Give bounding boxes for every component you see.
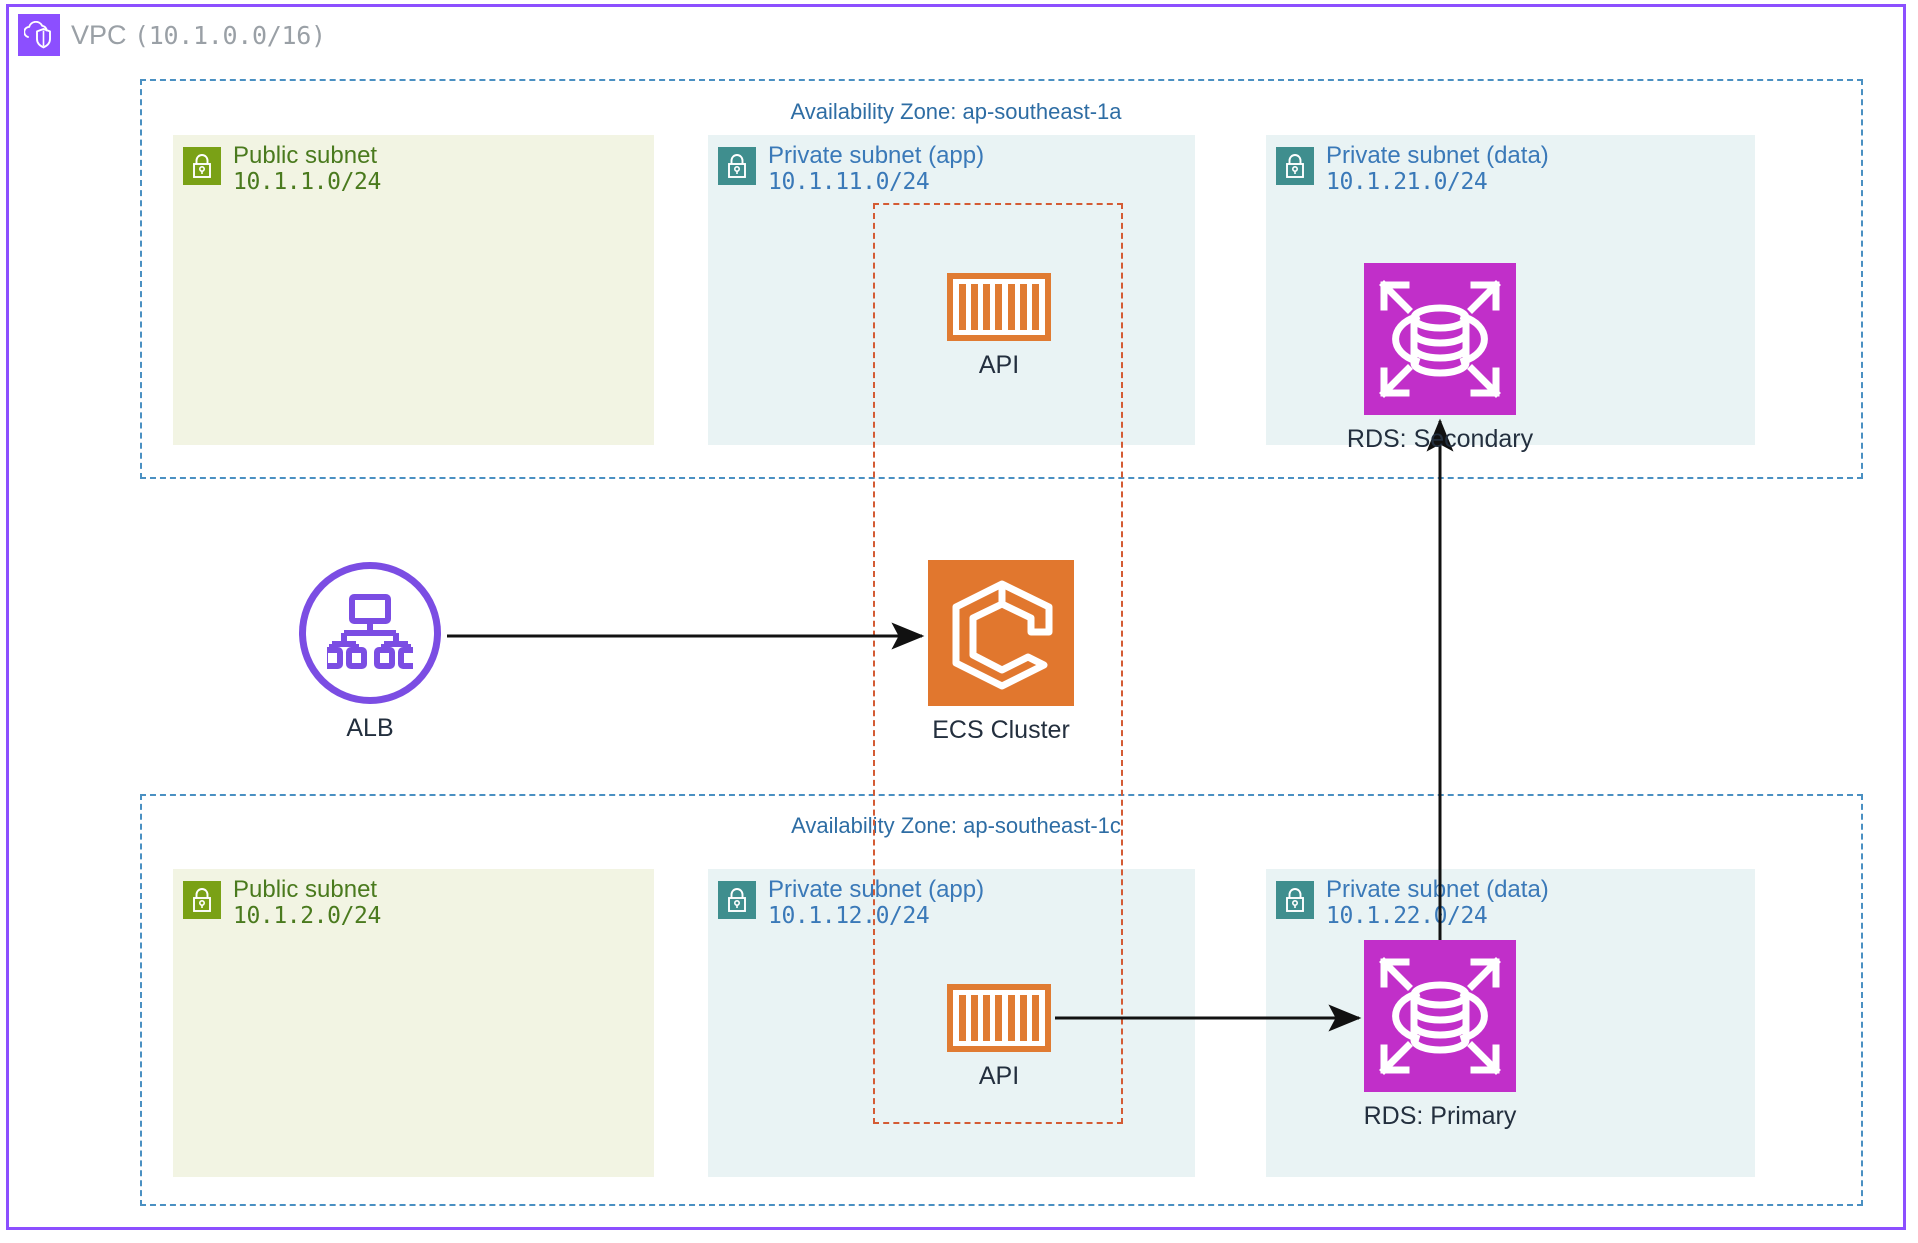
ecs-service-boundary [873,203,1123,1124]
subnet-name: Private subnet (data) [1326,876,1549,903]
api-label: API [978,351,1020,379]
container-icon [947,273,1051,341]
subnet-name: Private subnet (app) [768,142,985,169]
vpc-cloud-shield-icon [18,14,60,56]
rds-database-icon [1364,263,1516,415]
ecs-cluster-node[interactable]: ECS Cluster [928,560,1074,744]
subnet-private-data-1c-text: Private subnet (data) 10.1.22.0/24 [1326,876,1549,930]
vpc-title: VPC (10.1.0.0/16) [71,20,326,51]
subnet-name: Public subnet [233,876,378,903]
vpc-cidr-text: (10.1.0.0/16) [134,21,326,50]
subnet-cidr: 10.1.21.0/24 [1326,168,1488,195]
vpc-container: VPC (10.1.0.0/16) Availability Zone: ap-… [6,4,1906,1230]
rds-primary-label: RDS: Primary [1363,1102,1517,1130]
subnet-private-data-1a-text: Private subnet (data) 10.1.21.0/24 [1326,142,1549,196]
subnet-cidr: 10.1.1.0/24 [233,168,381,195]
subnet-public-1c: Public subnet 10.1.2.0/24 [173,869,654,1177]
subnet-cidr: 10.1.22.0/24 [1326,902,1488,929]
api-label: API [978,1062,1020,1090]
availability-zone-a-label: Availability Zone: ap-southeast-1a [790,99,1122,124]
vpc-label-text: VPC [71,20,127,50]
lock-icon [1276,147,1314,185]
alb-label: ALB [346,714,394,742]
load-balancer-icon [299,562,441,704]
availability-zone-c [140,794,1863,1206]
subnet-cidr: 10.1.2.0/24 [233,902,381,929]
lock-icon [183,881,221,919]
subnet-name: Private subnet (data) [1326,142,1549,169]
subnet-name: Private subnet (app) [768,876,985,903]
subnet-public-1a-text: Public subnet 10.1.1.0/24 [233,142,381,196]
ecs-cluster-icon [928,560,1074,706]
availability-zone-c-label: Availability Zone: ap-southeast-1c [791,813,1121,838]
subnet-public-1a: Public subnet 10.1.1.0/24 [173,135,654,445]
api-container-node-1c[interactable]: API [947,984,1051,1090]
subnet-private-app-1a-text: Private subnet (app) 10.1.11.0/24 [768,142,985,196]
lock-icon [1276,881,1314,919]
container-icon [947,984,1051,1052]
subnet-cidr: 10.1.11.0/24 [768,168,930,195]
subnet-private-app-1c-text: Private subnet (app) 10.1.12.0/24 [768,876,985,930]
lock-icon [183,147,221,185]
subnet-cidr: 10.1.12.0/24 [768,902,930,929]
rds-primary-node[interactable]: RDS: Primary [1364,940,1516,1130]
alb-node[interactable]: ALB [299,562,441,742]
lock-icon [718,147,756,185]
subnet-public-1c-text: Public subnet 10.1.2.0/24 [233,876,381,930]
ecs-cluster-label: ECS Cluster [932,716,1070,744]
rds-database-icon [1364,940,1516,1092]
api-container-node-1a[interactable]: API [947,273,1051,379]
rds-secondary-label: RDS: Secondary [1346,425,1534,453]
subnet-name: Public subnet [233,142,378,169]
availability-zone-a [140,79,1863,479]
rds-secondary-node[interactable]: RDS: Secondary [1347,263,1533,453]
lock-icon [718,881,756,919]
